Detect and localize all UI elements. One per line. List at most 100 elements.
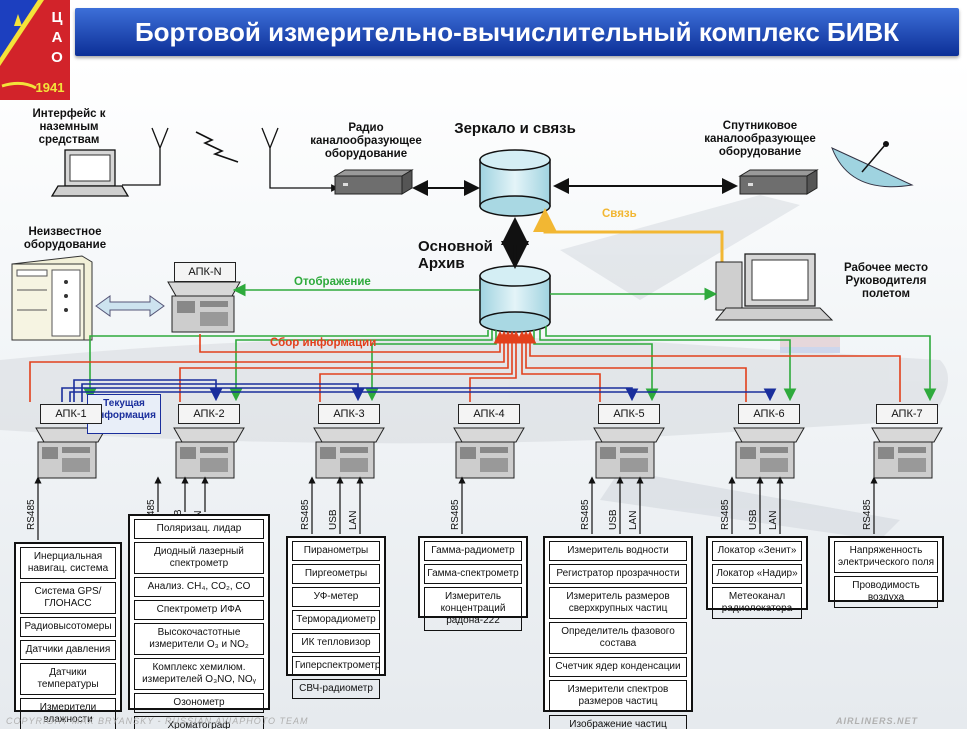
- sensor-item: ИК тепловизор: [292, 633, 380, 653]
- sensor-item: Система GPS/ГЛОНАСС: [20, 582, 116, 614]
- sensor-item: Измерители спектров размеров частиц: [549, 680, 687, 712]
- sensor-item: Высокочастотные измерители O₃ и NO₂: [134, 623, 264, 655]
- sensor-item: Диодный лазерный спектрометр: [134, 542, 264, 574]
- apk-n-workstation-icon: [167, 281, 241, 333]
- sensor-item: Гамма-спектрометр: [424, 564, 522, 584]
- label-unknown-equipment: Неизвестное оборудование: [23, 226, 107, 251]
- label-radio-equipment: Радио каналообразующее оборудование: [310, 122, 422, 160]
- page-title: Бортовой измерительно-вычислительный ком…: [134, 17, 900, 47]
- sensor-item: Локатор «Надир»: [712, 564, 802, 584]
- radio-modem-icon: [333, 169, 414, 195]
- apk-4-console-icon: [453, 427, 525, 479]
- main-archive-icon: [479, 265, 551, 333]
- logo-letter-1: Ц: [52, 9, 63, 26]
- sensor-item: Пиргеометры: [292, 564, 380, 584]
- apk-console-bodies: [35, 427, 943, 479]
- apk-7-label: АПК-7: [876, 404, 938, 424]
- sensor-item: Гиперспектрометр: [292, 656, 380, 676]
- satellite-modem-icon: [738, 169, 819, 195]
- sensor-item: Регистратор прозрачности: [549, 564, 687, 584]
- apk-3-port-usb: USB: [328, 509, 339, 530]
- sensor-item: Анализ. CH₄, CO₂, CO: [134, 577, 264, 597]
- sensor-group-6: Локатор «Зенит» Локатор «Надир» Метеоканал…: [706, 536, 808, 619]
- sensor-item: Счетчик ядер конденсации: [549, 657, 687, 677]
- logo-letter-2: А: [52, 29, 63, 46]
- footer-source: AIRLINERS.NET: [836, 716, 919, 726]
- sensor-item: Комплекс хемилюм. измерителей O₃NO, NOᵧ: [134, 658, 264, 690]
- apk-5-label: АПК-5: [598, 404, 660, 424]
- apk-5-port-rs485: RS485: [580, 499, 591, 530]
- flow-label-display: Отображение: [294, 276, 371, 288]
- apk-5-console-icon: [593, 427, 665, 479]
- sensor-item: Датчики давления: [20, 640, 116, 660]
- apk-6-port-rs485: RS485: [720, 499, 731, 530]
- sensor-item: Радиовысотомеры: [20, 617, 116, 637]
- sensor-item: Поляризац. лидар: [134, 519, 264, 539]
- satellite-dish-icon: [831, 141, 914, 188]
- sensor-item: Измерители влажности: [20, 698, 116, 729]
- director-workstation-icon: [714, 253, 834, 321]
- apk-1-port-rs485: RS485: [26, 499, 37, 530]
- apk-6-console-icon: [733, 427, 805, 479]
- sensor-item: Изображение частиц: [549, 715, 687, 729]
- mirror-storage-icon: [479, 149, 551, 217]
- sensor-item: Пиранометры: [292, 541, 380, 561]
- ground-link: [122, 127, 335, 188]
- title-banner: Бортовой измерительно-вычислительный ком…: [75, 8, 959, 56]
- sensor-item: УФ-метер: [292, 587, 380, 607]
- apk-4-label: АПК-4: [458, 404, 520, 424]
- sensor-item: Гамма-радиометр: [424, 541, 522, 561]
- apk-1-label: АПК-1: [40, 404, 102, 424]
- apk-7-port-rs485: RS485: [862, 499, 873, 530]
- apk-6-port-usb: USB: [748, 509, 759, 530]
- sensor-item: Проводимость воздуха: [834, 576, 938, 608]
- apk-n-label: АПК-N: [174, 262, 236, 282]
- sensor-item: Хроматограф: [134, 716, 264, 729]
- ctsao-logo: Ц А О 1941: [0, 0, 70, 100]
- apk-6-label: АПК-6: [738, 404, 800, 424]
- sensor-item: Локатор «Зенит»: [712, 541, 802, 561]
- sensor-item: Спектрометр ИФА: [134, 600, 264, 620]
- sensor-item: СВЧ-радиометр: [292, 679, 380, 699]
- logo-letter-3: О: [51, 49, 63, 66]
- sensor-item: Определитель фазового состава: [549, 622, 687, 654]
- sensor-item: Измеритель концентраций радона-222: [424, 587, 522, 631]
- label-main-archive: Основной Архив: [418, 238, 493, 272]
- footer-copyright: COPYRIGHT MAX BRYANSKY - RUSSIAN AVIAPHO…: [6, 716, 309, 726]
- sensor-item: Напряженность электрического поля: [834, 541, 938, 573]
- apk-3-port-lan: LAN: [348, 510, 359, 530]
- sensor-item: Инерциальная навигац. система: [20, 547, 116, 579]
- laptop-icon: [50, 149, 130, 197]
- sensor-item: Измеритель размеров сверхкрупных частиц: [549, 587, 687, 619]
- sensor-item: Метеоканал радиолокатора: [712, 587, 802, 619]
- sensor-item: Измеритель водности: [549, 541, 687, 561]
- unknown-equipment-icon: [11, 255, 93, 341]
- apk-3-port-rs485: RS485: [300, 499, 311, 530]
- apk-5-port-lan: LAN: [628, 510, 639, 530]
- sensor-item: Озонометр: [134, 693, 264, 713]
- label-satellite-equipment: Спутниковое каналообразующее оборудовани…: [704, 120, 816, 158]
- apk-4-port-rs485: RS485: [450, 499, 461, 530]
- label-mirror: Зеркало и связь: [454, 120, 576, 137]
- flow-label-link: Связь: [602, 208, 637, 220]
- apk-2-label: АПК-2: [178, 404, 240, 424]
- sensor-item: Терморадиометр: [292, 610, 380, 630]
- label-director-workstation: Рабочее место Руководителя полетом: [843, 262, 929, 300]
- flow-label-collect: Сбор информации: [270, 337, 377, 349]
- apk-6-port-lan: LAN: [768, 510, 779, 530]
- label-ground-interface: Интерфейс к наземным средствам: [32, 108, 106, 146]
- apk-5-port-usb: USB: [608, 509, 619, 530]
- apk-2-console-icon: [173, 427, 245, 479]
- sensor-item: Датчики температуры: [20, 663, 116, 695]
- apk-1-console-icon: [35, 427, 107, 479]
- logo-year: 1941: [36, 80, 65, 95]
- apk-3-console-icon: [313, 427, 385, 479]
- apk-7-console-icon: [871, 427, 943, 479]
